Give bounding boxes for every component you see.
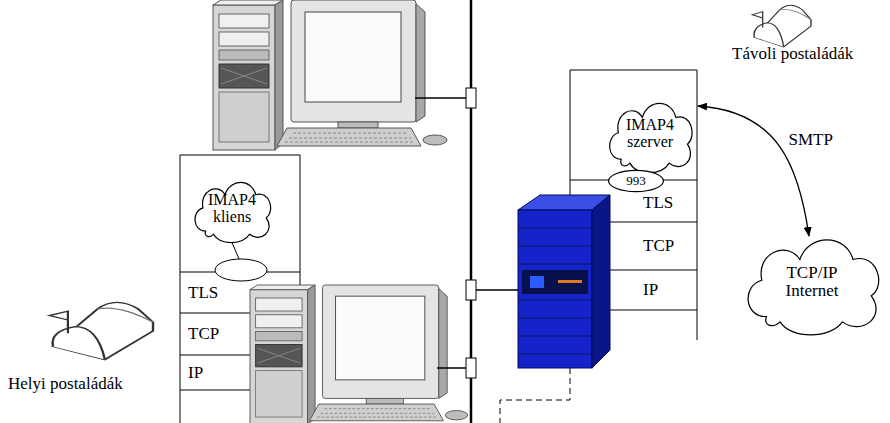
layer-band: TLS xyxy=(180,272,250,313)
layer-band: TCP xyxy=(635,222,697,270)
node-text: 993 xyxy=(626,174,646,188)
node-text: TCP/IP Internet xyxy=(769,264,855,300)
mailbox-label: Távoli postaládák xyxy=(732,44,853,64)
layer-band: IP xyxy=(635,270,697,310)
internet-cloud: TCP/IP Internet xyxy=(736,230,888,334)
client-cloud: IMAP4 kliens xyxy=(188,176,276,242)
node-text: TLS xyxy=(643,194,673,212)
node-text: IMAP4 kliens xyxy=(204,192,260,226)
node-text: IP xyxy=(643,281,658,299)
port-oval: 993 xyxy=(608,170,664,192)
layer-band: IP xyxy=(180,355,250,390)
node-text: IP xyxy=(188,364,203,382)
node-text: IMAP4 szerver xyxy=(619,117,681,151)
node-text: TLS xyxy=(188,284,218,302)
mailbox-label: Helyi postaládák xyxy=(8,374,123,394)
layer-band: TLS xyxy=(635,184,697,222)
server-cloud: IMAP4 szerver xyxy=(602,96,698,172)
node-text: TCP xyxy=(188,325,219,343)
smtp-arrow xyxy=(698,106,809,236)
edge-label: SMTP xyxy=(787,130,835,150)
node-text: TCP xyxy=(643,237,674,255)
layer-band: TCP xyxy=(180,313,250,355)
